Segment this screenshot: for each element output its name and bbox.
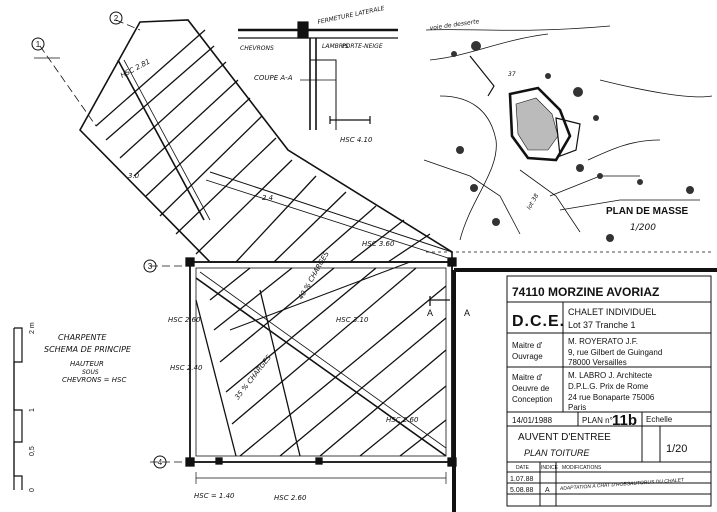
hsc-label-9: HSC 4.10	[340, 136, 373, 144]
rev-row-2-index: A	[545, 487, 550, 494]
rev-row-1-date: 1.07.88	[510, 476, 533, 483]
site-label-lot-37: 37	[508, 71, 516, 78]
roof-framing-plan	[34, 19, 457, 484]
hsc-label-3: HSC 3.10	[336, 316, 369, 324]
sheet-frame	[452, 268, 717, 512]
section-label-chevrons: CHEVRONS	[240, 45, 274, 52]
grid-label-2: 2	[114, 14, 119, 23]
date-value: 14/01/1988	[512, 416, 553, 425]
hsc-label-8: HSC 2.60	[274, 494, 307, 502]
owner-address-2: 78000 Versailles	[568, 358, 627, 367]
grid-label-3: 3	[148, 262, 153, 271]
architect-name: M. LABRO J. Architecte	[568, 371, 653, 380]
section-label-porte-neige: PORTE-NEIGE	[342, 43, 383, 50]
height-note-1: HAUTEUR	[70, 360, 104, 368]
hsc-label-6: HSC 2.60	[386, 416, 419, 424]
height-note-2: SOUS	[82, 369, 99, 376]
architect-label-1: Maitre d'	[512, 373, 543, 382]
architect-label-3: Conception	[512, 395, 552, 404]
misc-label-1: 3.0	[128, 172, 140, 180]
drawing-subtitle: SCHEMA DE PRINCIPE	[44, 345, 132, 354]
sheet-title-2: PLAN TOITURE	[524, 448, 590, 458]
owner-label-1: Maitre d'	[512, 341, 543, 350]
owner-address-1: 9, rue Gilbert de Guingand	[568, 348, 662, 357]
scale-label-0: 0	[29, 488, 36, 492]
section-label-lambris: LAMBRIS	[322, 43, 349, 50]
misc-label-2: 2.4	[262, 194, 273, 202]
title-phase: D.C.E.	[512, 313, 565, 330]
architect-title: D.P.L.G. Prix de Rome	[568, 382, 649, 391]
site-plan-scale: 1/200	[630, 223, 656, 233]
hsc-label-2: HSC 3.60	[362, 240, 395, 248]
scale-label-1: 1	[29, 408, 36, 412]
grid-markers	[31, 11, 167, 469]
scale-label-2: 2 m	[29, 322, 36, 334]
title-place: 74110 MORZINE AVORIAZ	[512, 285, 659, 299]
hsc-label-4: HSC 2.60	[168, 316, 201, 324]
section-title: COUPE A-A	[254, 74, 293, 82]
section-a-a	[238, 21, 398, 130]
rev-header-index: INDICE	[541, 465, 559, 471]
cut-marker-left: A	[427, 308, 433, 318]
plan-number: 11b	[612, 412, 637, 429]
grid-label-4: 4	[158, 458, 163, 467]
owner-name: M. ROYERATO J.F.	[568, 337, 638, 346]
site-vegetation	[451, 41, 694, 242]
rev-header-modifications: MODIFICATIONS	[562, 465, 602, 471]
architect-address-1: 24 rue Bonaparte 75006	[568, 393, 655, 402]
hsc-label-7: HSC = 1.40	[194, 492, 235, 500]
section-label-fermeture: FERMETURE LATERALE	[317, 5, 385, 26]
hsc-label-5: HSC 2.40	[170, 364, 203, 372]
rev-row-2-text: ADAPTATION A CHAT D'HOBSAUTORUS DU CHALE…	[559, 477, 685, 492]
scale-label-05: 0,5	[29, 446, 36, 456]
architect-address-2: Paris	[568, 403, 586, 412]
sheet-title-1: AUVENT D'ENTREE	[518, 432, 611, 443]
plan-label: PLAN n°	[582, 416, 613, 425]
owner-label-2: Ouvrage	[512, 352, 543, 361]
site-plan-title: PLAN DE MASSE	[606, 206, 689, 217]
grid-label-1: 1	[36, 40, 41, 49]
scale-label: Echelle	[646, 415, 673, 424]
title-project-line1: CHALET INDIVIDUEL	[568, 307, 656, 317]
title-project-line2: Lot 37 Tranche 1	[568, 320, 636, 330]
rev-row-2-date: 5.08.88	[510, 487, 533, 494]
site-plan	[423, 25, 713, 253]
rev-header-date: DATE	[516, 465, 530, 471]
scale-value: 1/20	[666, 443, 687, 455]
site-label-lot-38: lot 38	[526, 192, 541, 211]
drawing-title: CHARPENTE	[58, 333, 107, 342]
height-note-3: CHEVRONS = HSC	[62, 376, 126, 384]
scale-bar	[13, 327, 23, 490]
cut-marker-right: A	[464, 308, 470, 318]
title-block: 74110 MORZINE AVORIAZ D.C.E. CHALET INDI…	[506, 275, 712, 507]
architect-label-2: Oeuvre de	[512, 384, 550, 393]
